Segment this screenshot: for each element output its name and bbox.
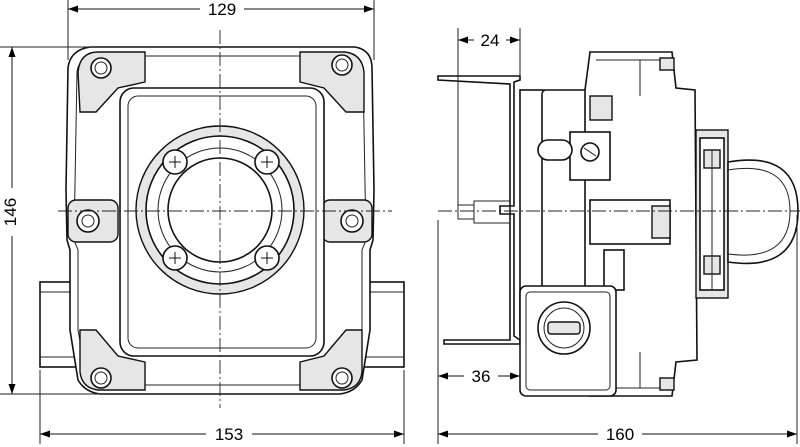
dimension-153: 153	[39, 370, 405, 444]
dim-label-36: 36	[472, 367, 491, 386]
front-window-screw-1	[162, 149, 188, 175]
dimension-129: 129	[67, 0, 375, 60]
front-screw-bl	[90, 367, 112, 389]
dim-label-24: 24	[481, 31, 500, 50]
front-lug-screw-right	[340, 209, 364, 233]
front-view	[39, 30, 405, 408]
dim-label-146: 146	[1, 198, 20, 226]
side-gland-cap-icon	[537, 301, 591, 355]
front-screw-tl	[90, 57, 112, 79]
front-screw-br	[331, 367, 353, 389]
side-mounting-bracket	[437, 75, 521, 345]
dim-label-129: 129	[208, 0, 236, 19]
dim-label-160: 160	[606, 425, 634, 444]
front-window-screw-4	[254, 245, 280, 271]
dimension-24: 24	[457, 28, 521, 205]
dimension-160: 160	[438, 215, 798, 444]
side-beacon-dome	[727, 159, 799, 265]
front-window-screw-3	[162, 245, 188, 271]
dimension-146: 146	[0, 46, 100, 395]
front-window-screw-2	[254, 149, 280, 175]
side-adjust-screw	[580, 142, 600, 162]
front-screw-tr	[331, 54, 353, 76]
dim-label-153: 153	[215, 425, 243, 444]
side-view	[437, 51, 800, 397]
front-lug-screw-left	[76, 209, 100, 233]
dimension-36: 36	[437, 220, 521, 444]
